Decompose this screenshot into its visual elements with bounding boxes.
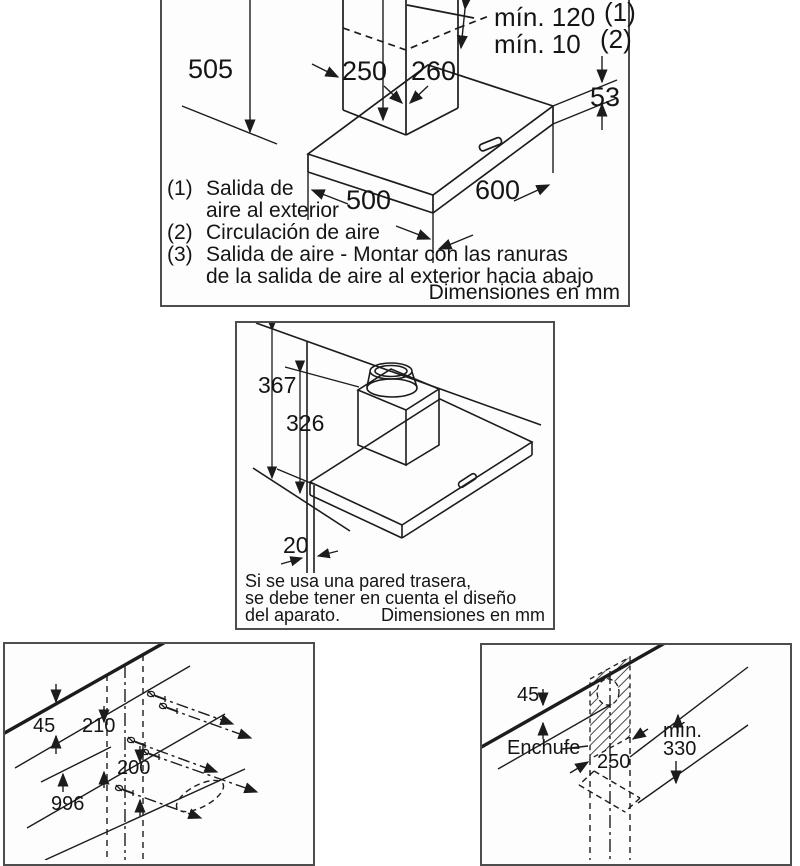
socket-position-drawing — [482, 645, 749, 860]
legend-3-ref: (3) — [167, 243, 193, 266]
rear-wall-note-line3: del aparato. — [245, 605, 341, 625]
dim-20: 20 — [283, 532, 309, 558]
dim-210: 210 — [82, 715, 116, 737]
legend-1-ref: (1) — [167, 177, 193, 200]
min-label: mín. — [663, 720, 702, 742]
figure-wall-template: 45 210 200 996 — [3, 642, 315, 866]
ref-2: (2) — [600, 24, 632, 54]
rear-wall-note-line2: se debe tener en cuenta el diseño — [245, 588, 517, 608]
figure-socket-position: 45 Enchufe 250 mín. 330 — [480, 643, 792, 866]
hood-rear-wall-drawing — [252, 323, 542, 573]
rear-wall-note-line1: Si se usa una pared trasera, — [245, 571, 472, 591]
figure-hood-dimensions: 505 250 260 mín. 120 (1) mín. 10 (2) 53 … — [160, 0, 636, 307]
dim-260: 260 — [411, 56, 457, 86]
min-330: 330 — [663, 738, 697, 760]
legend-3-line2: de la salida de aire al exterior hacia a… — [206, 265, 594, 288]
dim-53: 53 — [590, 82, 621, 112]
units-note: Dimensiones en mm — [428, 281, 620, 304]
legend-2-ref: (2) — [167, 221, 193, 244]
legend-1-line1: Salida de — [206, 177, 294, 200]
dim-500: 500 — [346, 185, 392, 215]
ref-1: (1) — [604, 0, 636, 27]
socket-label: Enchufe — [507, 737, 581, 759]
dim-600: 600 — [475, 175, 521, 205]
legend-2-text: Circulación de aire — [206, 221, 380, 244]
dim-505: 505 — [188, 54, 234, 84]
units-note: Dimensiones en mm — [380, 605, 545, 625]
dim-45: 45 — [517, 684, 540, 706]
wall-template-drawing — [5, 644, 259, 860]
dim-250: 250 — [342, 56, 388, 86]
dim-367: 367 — [258, 372, 297, 398]
legend-1-line2: aire al exterior — [206, 199, 340, 222]
dim-partial: 996 — [51, 793, 85, 815]
dim-200: 200 — [117, 757, 151, 779]
dim-326: 326 — [286, 410, 325, 436]
dim-min-10: mín. 10 — [494, 29, 581, 59]
dim-250: 250 — [597, 751, 631, 773]
dim-45: 45 — [33, 715, 56, 737]
legend-3-line1: Salida de aire - Montar con las ranuras — [206, 243, 568, 266]
hood-isometric-drawing — [181, 0, 618, 263]
figure-rear-wall: 367 326 20 Si se usa una pared trasera, … — [235, 321, 555, 630]
installation-diagram-page: 505 250 260 mín. 120 (1) mín. 10 (2) 53 … — [3, 0, 792, 866]
dim-min-120: mín. 120 — [494, 2, 596, 32]
